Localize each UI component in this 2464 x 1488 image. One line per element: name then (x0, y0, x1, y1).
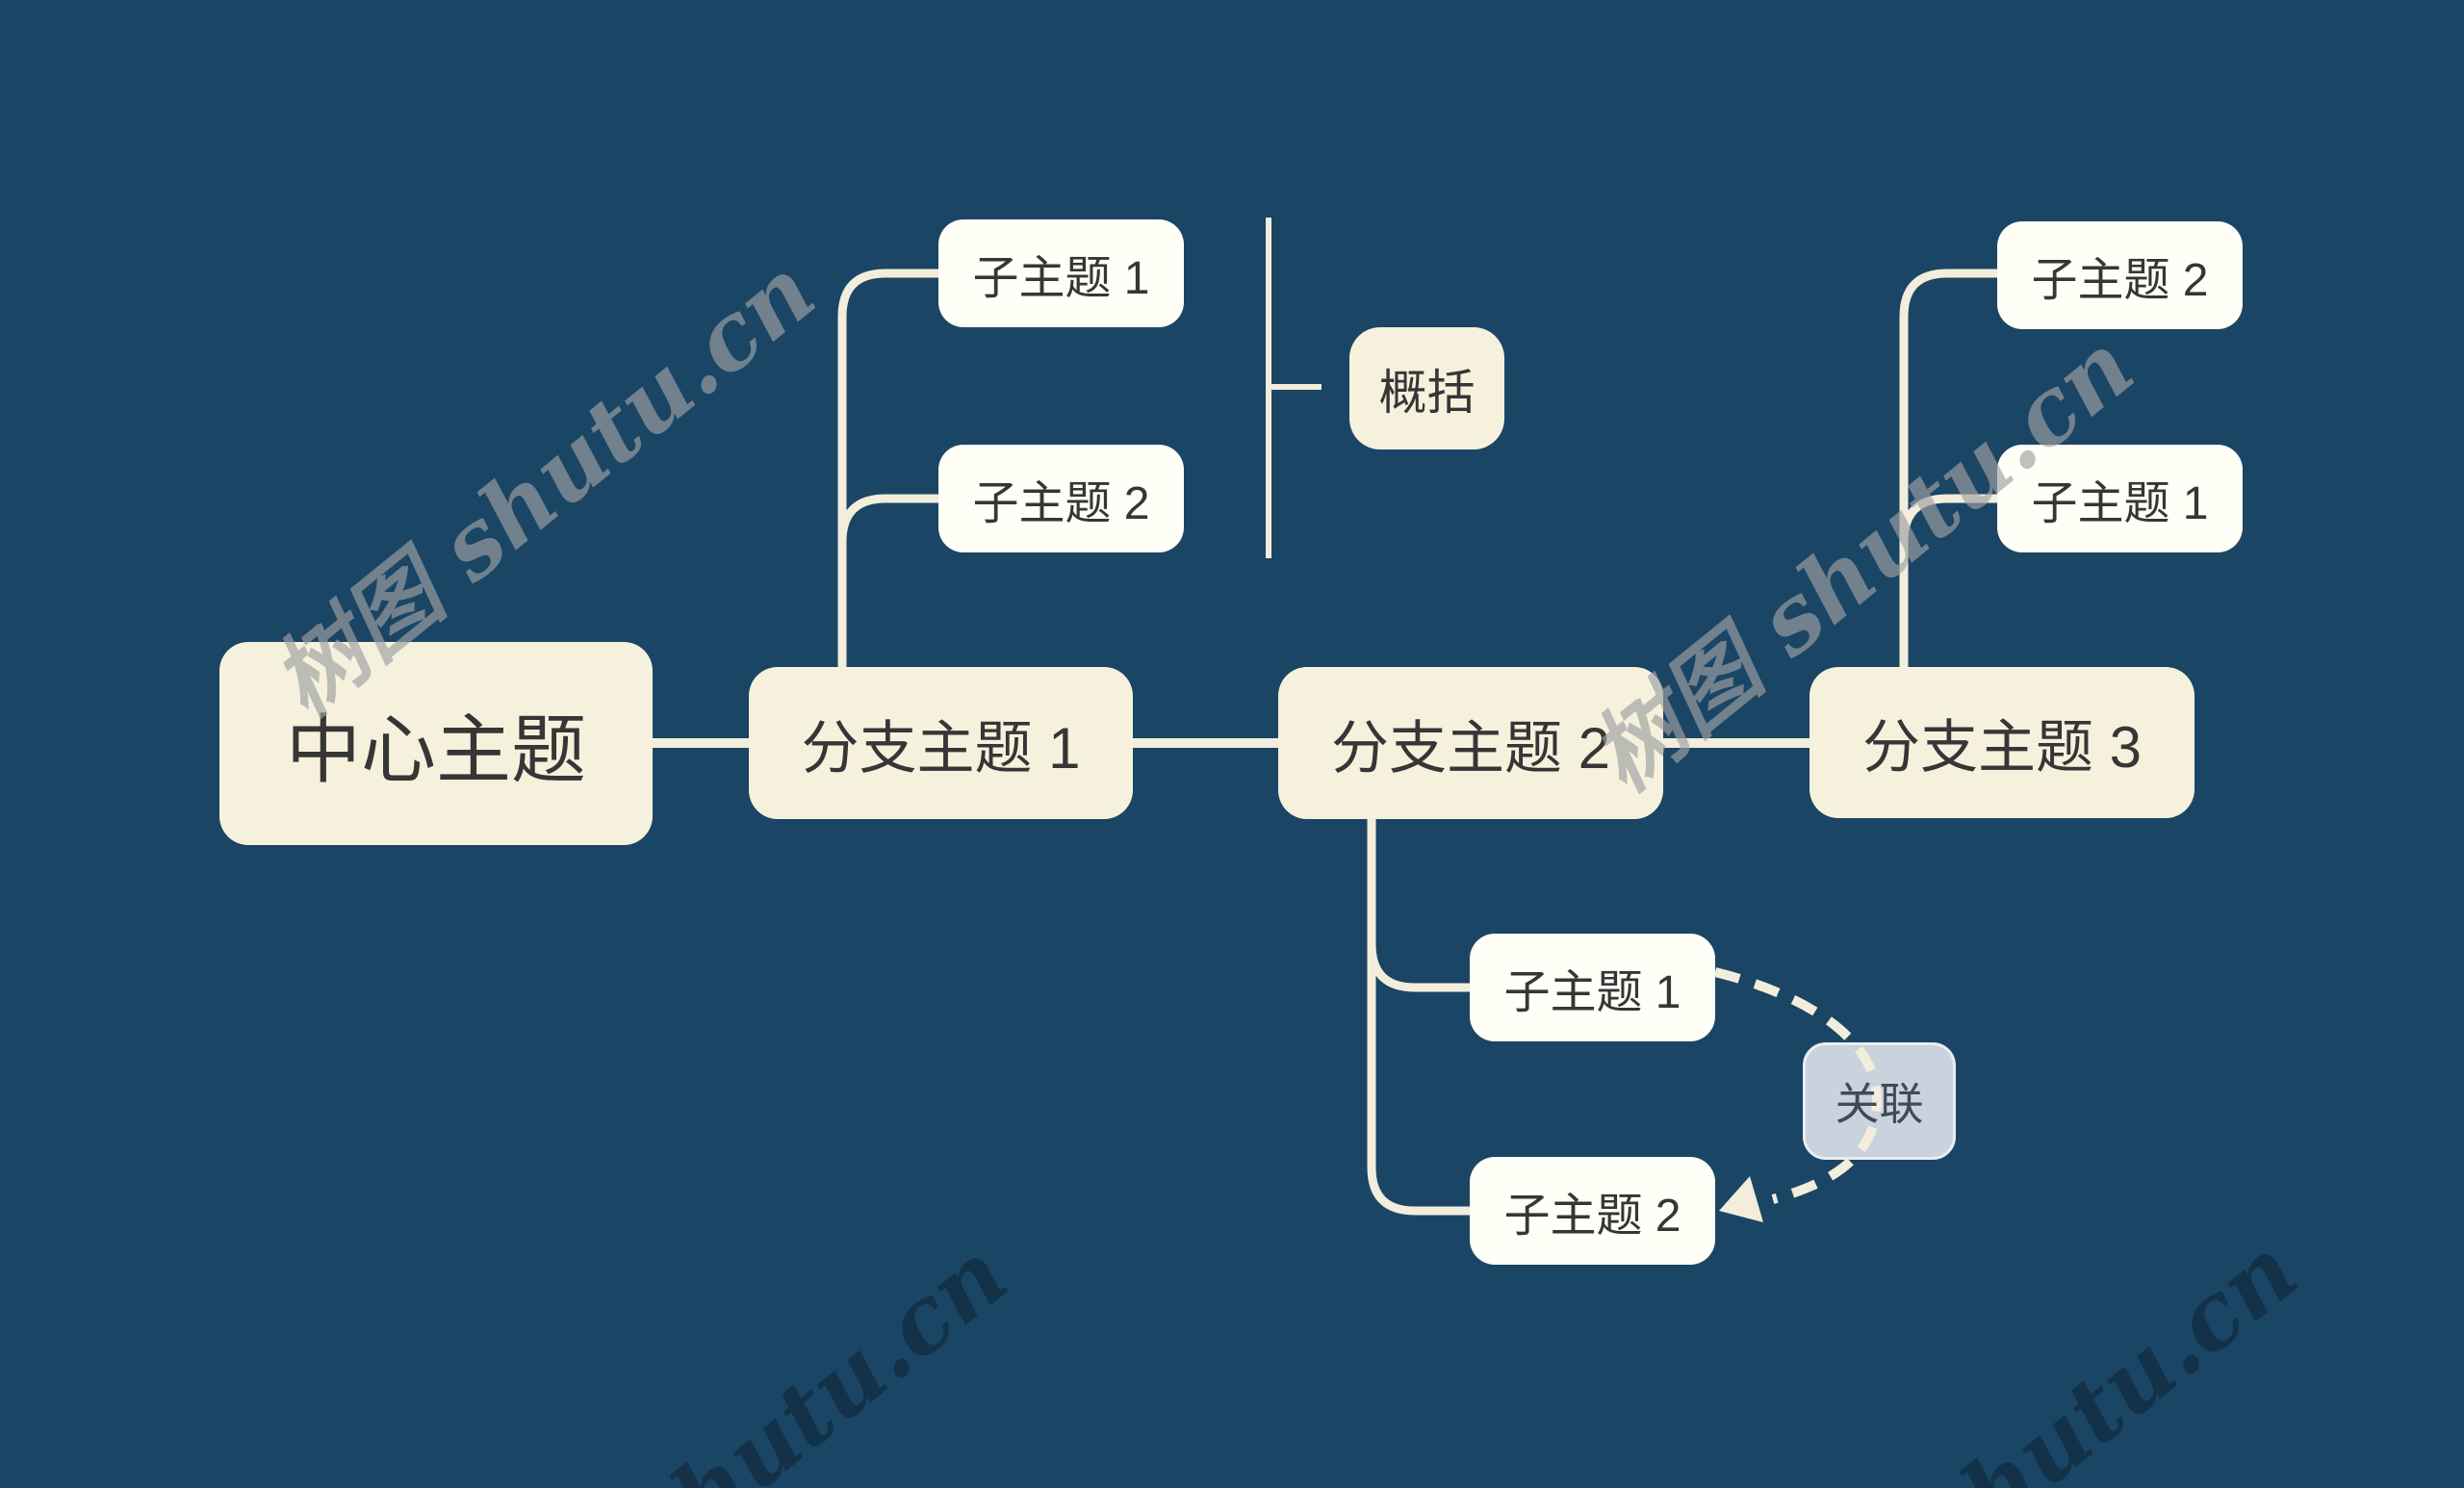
branch3-subtopic-1-label: 子主题 1 (2031, 478, 2209, 529)
summary-topic-label: 概括 (1378, 365, 1476, 420)
branch-topic-1-label: 分支主题 1 (801, 715, 1081, 781)
central-topic[interactable]: 中心主题 (219, 642, 653, 845)
branch2-subtopic-1-label: 子主题 1 (1503, 967, 1681, 1018)
branch3-subtopic-2[interactable]: 子主题 2 (1997, 221, 2243, 329)
connector-branch3-subtopic1 (1899, 494, 1999, 669)
branch-topic-1[interactable]: 分支主题 1 (749, 667, 1133, 819)
connector-branch1-subtopic2 (837, 494, 940, 669)
connector-branch1-subtopic1 (837, 269, 940, 669)
branch3-subtopic-1[interactable]: 子主题 1 (1997, 445, 2243, 552)
summary-topic[interactable]: 概括 (1349, 327, 1504, 449)
connector-branch2-subtopic1 (1367, 818, 1472, 992)
connector-branch2-subtopic2 (1367, 818, 1472, 1216)
branch-topic-2[interactable]: 分支主题 2 (1278, 667, 1663, 819)
branch2-subtopic-2-label: 子主题 2 (1503, 1191, 1681, 1242)
branch3-subtopic-2-label: 子主题 2 (2031, 255, 2209, 306)
branch1-subtopic-1[interactable]: 子主题 1 (938, 219, 1184, 327)
branch-topic-2-label: 分支主题 2 (1330, 715, 1611, 781)
branch-topic-3-label: 分支主题 3 (1861, 715, 2143, 780)
branch1-subtopic-1-label: 子主题 1 (972, 253, 1150, 304)
branch1-subtopic-2-label: 子主题 2 (972, 478, 1150, 529)
relation-node-label: 关联 (1803, 1042, 1956, 1160)
central-topic-label: 中心主题 (285, 706, 586, 792)
branch2-subtopic-2[interactable]: 子主题 2 (1470, 1157, 1715, 1265)
relation-label-text: 关联 (1835, 1079, 1924, 1129)
connector-branch3-subtopic2 (1899, 269, 1999, 669)
branch2-subtopic-1[interactable]: 子主题 1 (1470, 934, 1715, 1041)
branch1-subtopic-2[interactable]: 子主题 2 (938, 445, 1184, 552)
branch-topic-3[interactable]: 分支主题 3 (1810, 667, 2194, 818)
